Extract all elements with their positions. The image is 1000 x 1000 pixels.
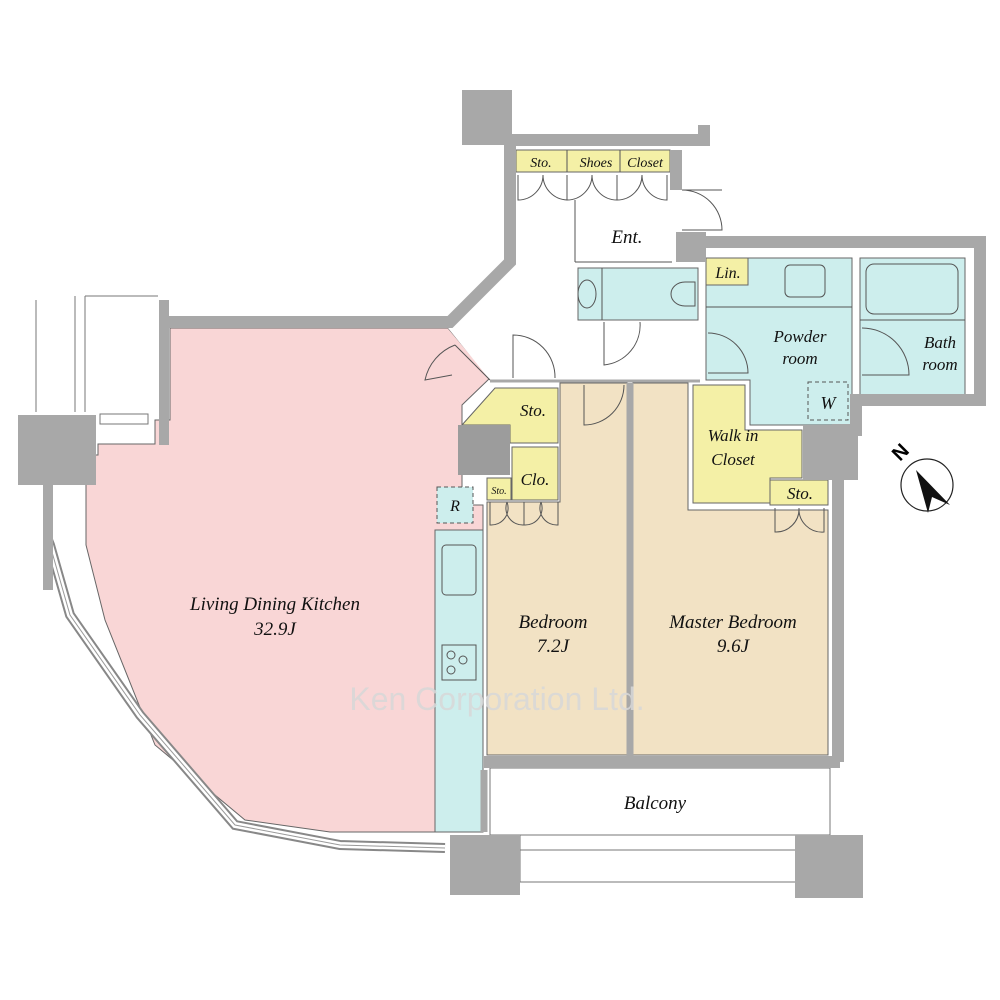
master-storage-doors	[774, 507, 825, 533]
small-storage	[486, 477, 512, 501]
hallway	[448, 172, 700, 380]
storage-label-entry: Sto.	[530, 156, 551, 171]
basin-icon	[577, 279, 597, 309]
toilet-room	[577, 267, 699, 321]
left-terrace	[35, 295, 158, 425]
walk-in-closet-label-1: Walk in	[708, 426, 759, 445]
closet-label: Closet	[627, 156, 664, 171]
linen-label: Lin.	[714, 265, 740, 282]
bedroom-size: 7.2J	[537, 636, 571, 657]
walls	[18, 90, 986, 898]
master-bedroom-size: 9.6J	[717, 636, 751, 657]
bath-door	[861, 327, 910, 376]
ldk-size: 32.9J	[253, 619, 297, 640]
master-storage	[769, 479, 829, 506]
washer-space	[807, 381, 849, 421]
shoes-label: Shoes	[580, 156, 613, 171]
closet-label: Clo.	[521, 470, 550, 489]
bathtub-icon	[865, 263, 959, 315]
bath-room-label-1: Bath	[924, 333, 956, 352]
washer-label: W	[821, 393, 838, 413]
master-bedroom-label: Master Bedroom	[668, 612, 797, 633]
fridge-space	[436, 486, 474, 524]
bath-room	[859, 257, 966, 396]
entrance-label: Ent.	[610, 227, 642, 248]
toilet-icon	[670, 281, 696, 307]
sink-icon	[441, 544, 477, 596]
bath-room-label-2: room	[922, 355, 957, 374]
kitchen-counter	[434, 529, 484, 833]
hall-storage-label: Sto.	[520, 401, 546, 420]
master-storage-label: Sto.	[787, 484, 813, 503]
walk-in-closet-label-2: Closet	[711, 450, 756, 469]
pillar	[458, 425, 510, 475]
toilet-door	[603, 321, 641, 366]
small-storage-label: Sto.	[491, 486, 506, 497]
vanity-sink-icon	[784, 264, 826, 298]
walk-in-closet	[692, 384, 803, 504]
stove-icon	[441, 644, 477, 681]
ldk-label: Living Dining Kitchen	[189, 594, 360, 615]
balcony-label: Balcony	[624, 793, 687, 814]
living-dining-kitchen	[85, 327, 491, 833]
watermark: Ken Corporation Ltd.	[349, 681, 644, 717]
closet-doors	[517, 174, 723, 231]
powder-door	[707, 332, 749, 374]
closet	[511, 446, 559, 501]
balcony	[489, 767, 831, 883]
powder-room-label-2: room	[782, 349, 817, 368]
compass-north-label: N	[888, 440, 914, 466]
powder-room-label-1: Powder	[773, 327, 827, 346]
bedroom-label: Bedroom	[519, 612, 588, 633]
fridge-label: R	[449, 498, 460, 515]
powder-room	[705, 257, 853, 426]
linen-closet	[705, 257, 749, 286]
north-compass-icon: N	[888, 440, 954, 513]
